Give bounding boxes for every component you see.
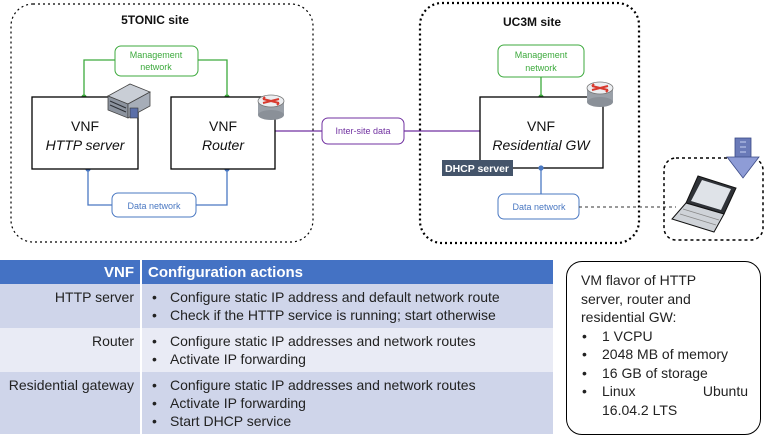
vm-flavor-box: VM flavor of HTTP server, router and res…	[566, 261, 761, 435]
flavor-os-name: Linux	[602, 383, 636, 399]
mgmt-network-uc3m[interactable]	[497, 44, 585, 78]
flavor-intro-line: residential GW:	[581, 309, 677, 325]
vnf-router-subtitle: Router	[202, 137, 245, 153]
flavor-intro-line: server, router and	[581, 290, 691, 307]
flavor-item: 1 VCPU	[581, 327, 748, 346]
mgmt-network-uc3m-label-1: Management	[515, 50, 568, 60]
download-arrow-icon	[726, 137, 760, 179]
row-actions: Configure static IP addresses and networ…	[140, 372, 553, 434]
data-network-5tonic-label: Data network	[127, 201, 181, 211]
site-5tonic-boundary	[10, 3, 314, 243]
vnf-gw-subtitle: Residential GW	[492, 137, 591, 153]
laptop-icon	[671, 175, 737, 233]
data-links-5tonic	[87, 169, 228, 206]
row-vnf-name: HTTP server	[0, 284, 141, 328]
table-row: Router Configure static IP addresses and…	[0, 328, 553, 372]
site-5tonic-title: 5TONIC site	[121, 13, 189, 27]
flavor-item: 2048 MB of memory	[581, 345, 748, 364]
client-boundary	[663, 157, 764, 241]
router-icon	[257, 94, 285, 120]
flavor-item: 16 GB of storage	[581, 364, 748, 383]
mgmt-network-uc3m-label-2: network	[525, 63, 557, 73]
table-header-row: VNF Configuration actions	[0, 260, 553, 284]
vnf-http-subtitle: HTTP server	[46, 137, 126, 153]
mgmt-network-5tonic-label-1: Management	[130, 50, 183, 60]
action-item: Configure static IP address and default …	[148, 288, 547, 306]
dhcp-server-label: DHCP server	[445, 163, 509, 175]
action-item: Check if the HTTP service is running; st…	[148, 306, 547, 324]
row-vnf-name: Router	[0, 328, 141, 372]
action-item: Start DHCP service	[148, 412, 547, 430]
header-configuration-actions: Configuration actions	[140, 260, 553, 284]
action-item: Activate IP forwarding	[148, 394, 547, 412]
mgmt-network-5tonic[interactable]	[114, 45, 199, 77]
configuration-table: VNF Configuration actions HTTP server Co…	[0, 260, 553, 434]
dhcp-server-badge	[442, 160, 513, 176]
flavor-list: 1 VCPU 2048 MB of memory 16 GB of storag…	[581, 327, 748, 420]
flavor-intro-line: VM flavor of HTTP	[581, 272, 697, 288]
action-item: Configure static IP addresses and networ…	[148, 376, 547, 394]
network-diagram: 5TONIC site UC3M site Management network…	[10, 1, 764, 245]
row-actions: Configure static IP address and default …	[140, 284, 553, 328]
vnf-router[interactable]	[170, 96, 276, 170]
flavor-os-distro: Ubuntu	[702, 383, 748, 399]
row-actions: Configure static IP addresses and networ…	[140, 328, 553, 372]
vnf-gw-title: VNF	[527, 118, 555, 134]
mgmt-links-5tonic	[83, 59, 228, 97]
table-row: Residential gateway Configure static IP …	[0, 372, 553, 434]
data-network-5tonic[interactable]	[111, 192, 197, 218]
server-icon	[107, 83, 151, 119]
data-port-gw	[538, 165, 544, 171]
flavor-os-version: 16.04.2 LTS	[602, 401, 678, 418]
vnf-router-title: VNF	[209, 118, 237, 134]
vnf-residential-gw[interactable]	[479, 96, 604, 169]
flavor-item-os: Linux Ubuntu 16.04.2 LTS	[581, 382, 748, 419]
site-uc3m-title: UC3M site	[503, 15, 561, 29]
router-icon	[586, 81, 614, 107]
data-network-uc3m-label: Data network	[512, 202, 566, 212]
table-row: HTTP server Configure static IP address …	[0, 284, 553, 328]
vnf-http-title: VNF	[71, 118, 99, 134]
row-vnf-name: Residential gateway	[0, 372, 141, 434]
inter-site-network-label: Inter-site data	[335, 126, 390, 136]
header-vnf: VNF	[0, 260, 141, 284]
action-item: Configure static IP addresses and networ…	[148, 332, 547, 350]
inter-site-network[interactable]	[321, 117, 405, 145]
mgmt-network-5tonic-label-2: network	[140, 62, 172, 72]
action-item: Activate IP forwarding	[148, 350, 547, 368]
